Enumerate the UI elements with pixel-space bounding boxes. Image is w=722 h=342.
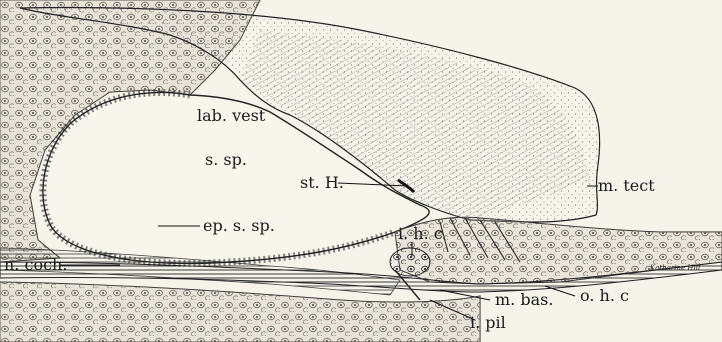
label-n-coch: n. coch. <box>4 257 67 273</box>
label-s-sp: s. sp. <box>205 152 247 168</box>
label-st-h: st. H. <box>300 175 344 191</box>
label-i-h-c: i. h. c <box>398 226 443 242</box>
label-i-pil: i. pil <box>470 315 506 331</box>
artist-signature: Katharine Hill <box>650 264 700 272</box>
label-m-tect: m. tect <box>598 178 655 194</box>
label-ep-s-sp: ep. s. sp. <box>203 218 275 234</box>
label-o-h-c: o. h. c <box>580 288 629 304</box>
label-m-bas: m. bas. <box>495 292 553 308</box>
label-lab-vest: lab. vest <box>197 108 265 124</box>
